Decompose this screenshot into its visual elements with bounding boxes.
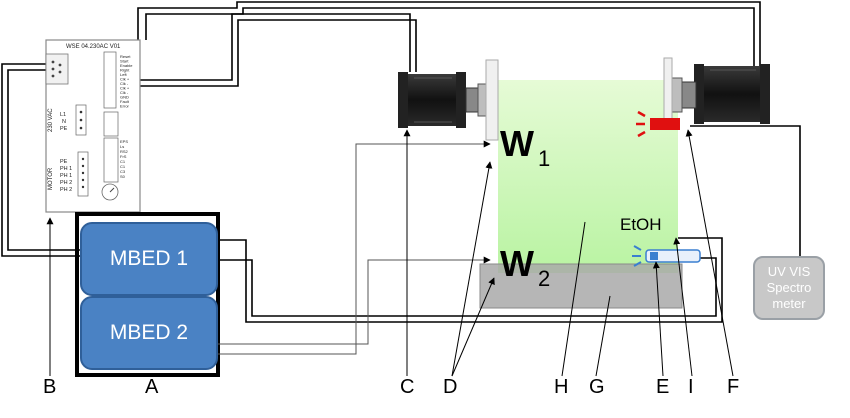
- mbed-2-label: MBED 2: [109, 321, 189, 344]
- dip-pin: C1: [120, 159, 126, 164]
- control-pin: Fault: [120, 99, 130, 104]
- dip-pin: RS2: [120, 149, 129, 154]
- letter-e: E: [656, 376, 670, 398]
- pulley-icon: [663, 57, 697, 129]
- letter-h: H: [554, 376, 569, 398]
- driver-title: WSE 04.230AC V01: [66, 44, 121, 50]
- mbed-2-box: MBED 2: [80, 296, 218, 370]
- dip-pin: C3: [120, 169, 126, 174]
- control-pin: Clk -: [120, 81, 129, 86]
- control-pin: Clk +: [120, 77, 130, 82]
- stepper-motor-icon: [398, 72, 466, 128]
- w1-label: W: [500, 123, 534, 164]
- vac-label: 230 VAC: [48, 108, 54, 132]
- w2-subscript: 2: [538, 266, 550, 291]
- connector-icon: [45, 53, 69, 85]
- stepper-motor-icon: [694, 64, 770, 124]
- red-light-source-icon: [636, 110, 680, 138]
- control-pin: Error: [120, 104, 130, 109]
- motor-pin: PH 1: [60, 166, 72, 172]
- gray-block: [480, 264, 682, 308]
- control-pin: Start: [120, 59, 129, 64]
- w1-subscript: 1: [538, 146, 550, 171]
- motor-driver: WSE 04.230AC V01 230 VAC L1 N PE MOTOR P…: [45, 39, 141, 213]
- control-pin: Clk +: [120, 86, 130, 91]
- pulley-icon: [465, 59, 499, 141]
- letter-b: B: [43, 376, 57, 398]
- control-pin: Right: [120, 68, 130, 73]
- label-lines: [46, 129, 734, 377]
- dip-pin: Ls: [120, 144, 124, 149]
- dip-pin: S0: [120, 174, 126, 179]
- cables: [1, 1, 801, 323]
- motor-pin: PH 1: [60, 173, 72, 179]
- control-pin: Clk -: [120, 90, 129, 95]
- letter-d: D: [443, 376, 458, 398]
- dip-pin: C1: [120, 164, 126, 169]
- uv-vis-spectrometer-box: UV VIS Spectro meter: [753, 256, 825, 320]
- motor-pin: PH 2: [60, 180, 72, 186]
- control-pin: GND: [120, 95, 129, 100]
- mbed-frame: [75, 212, 220, 377]
- letter-c: C: [400, 376, 415, 398]
- motor-pin: PH 2: [60, 187, 72, 193]
- power-pin-pe: PE: [60, 126, 68, 132]
- motor-label: MOTOR: [48, 167, 54, 190]
- pointer-lines: [218, 140, 491, 355]
- motor-pin: PE: [60, 159, 68, 165]
- vessel: [479, 80, 683, 309]
- power-pin-l1: L1: [60, 112, 66, 118]
- mbed-1-label: MBED 1: [109, 247, 189, 270]
- mbed-1-box: MBED 1: [80, 222, 218, 296]
- control-pin: Enable: [120, 63, 133, 68]
- uv-vis-label: UV VIS Spectro meter: [766, 264, 812, 311]
- control-pin: Reset: [120, 54, 131, 59]
- dip-pin: FrS: [120, 154, 127, 159]
- blue-sensor-icon: [632, 245, 701, 267]
- letter-i: I: [688, 376, 694, 398]
- w2-label: W: [500, 243, 534, 284]
- solution-volume: [498, 80, 678, 273]
- letter-a: A: [145, 376, 159, 398]
- control-pin: Left: [120, 72, 128, 77]
- letter-g: G: [589, 376, 605, 398]
- power-pin-n: N: [62, 119, 66, 125]
- letter-f: F: [727, 376, 740, 398]
- etoh-label: EtOH: [620, 215, 662, 234]
- dip-pin: EPS: [120, 139, 128, 144]
